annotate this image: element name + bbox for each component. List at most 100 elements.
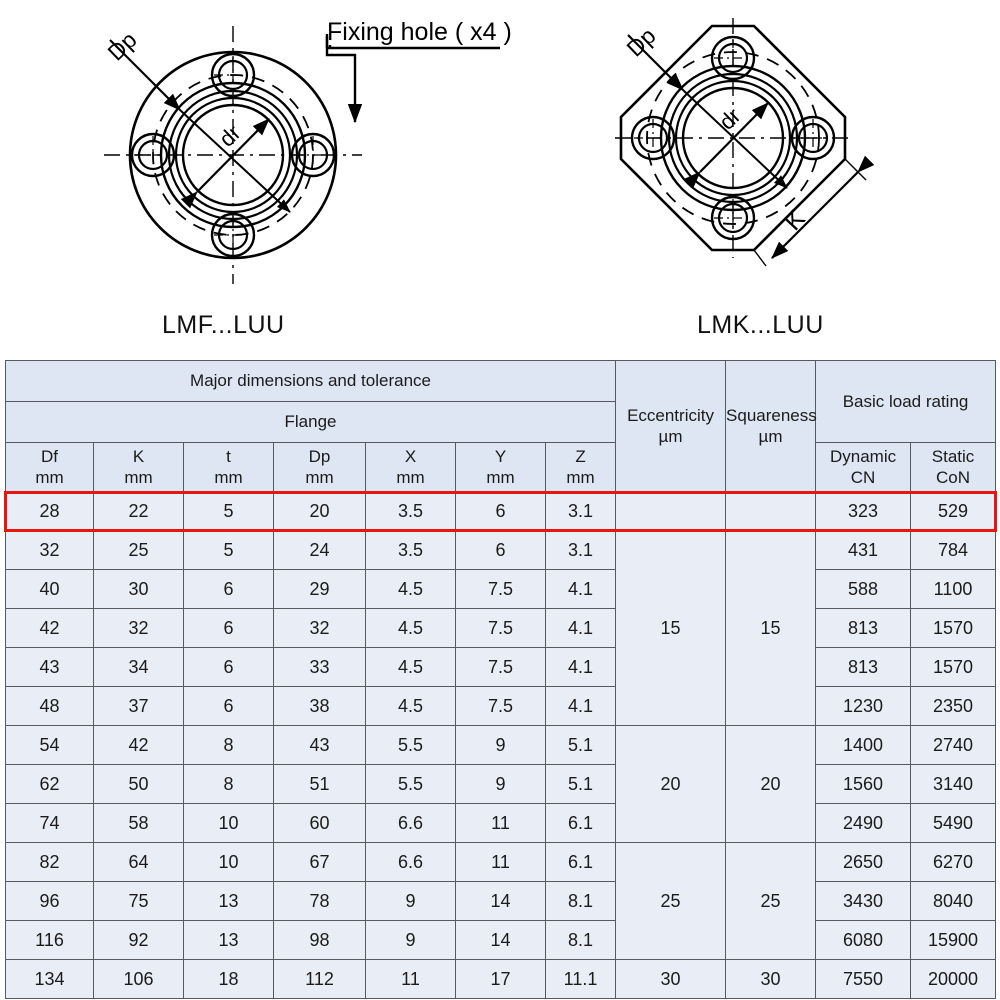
cell-static-load: 20000 [910, 959, 997, 999]
cell-squareness: 15 [725, 530, 817, 726]
column-header-name: X [404, 446, 417, 466]
column-header-name: t [226, 446, 231, 466]
cell-df: 62 [5, 764, 94, 804]
header-flange: Flange [4, 401, 617, 443]
cell-squareness: 20 [725, 725, 817, 843]
column-header-unit: mm [305, 468, 334, 487]
cell-x: 4.5 [365, 686, 456, 726]
cell-z: 8.1 [544, 920, 617, 960]
column-header-name: Static [931, 446, 975, 466]
cell-t: 8 [183, 764, 274, 804]
header-eccentricity-name: Eccentricity [627, 405, 714, 425]
column-header-name: Z [575, 446, 586, 466]
fixing-hole-label: Fixing hole ( x4 ) [327, 18, 512, 46]
cell-y: 9 [455, 725, 546, 765]
cell-dynamic-load: 431 [815, 530, 912, 570]
cell-k: 50 [93, 764, 184, 804]
cell-x: 6.6 [365, 803, 456, 843]
cell-k: 106 [93, 959, 184, 999]
cell-dynamic-load: 813 [815, 608, 912, 648]
cell-dp: 20 [273, 491, 366, 531]
column-header-unit: CoN [936, 468, 971, 487]
lmf-dp-dimension [179, 109, 291, 213]
lmk-fixing-hole-bottom [710, 195, 756, 241]
cell-static-load: 1570 [910, 608, 997, 648]
cell-x: 6.6 [365, 842, 456, 882]
cell-dp: 60 [273, 803, 366, 843]
cell-dp: 67 [273, 842, 366, 882]
cell-z: 5.1 [544, 725, 617, 765]
cell-dp: 78 [273, 881, 366, 921]
specification-table: Major dimensions and tolerance Eccentric… [4, 360, 997, 999]
cell-df: 32 [5, 530, 94, 570]
cell-k: 58 [93, 803, 184, 843]
lmk-square-flange-drawing [615, 18, 875, 267]
cell-squareness: 25 [725, 842, 817, 960]
lmf-dp-leader [109, 39, 181, 111]
cell-df: 116 [5, 920, 94, 960]
cell-y: 7.5 [455, 608, 546, 648]
cell-df: 74 [5, 803, 94, 843]
cell-x: 4.5 [365, 608, 456, 648]
cell-eccentricity [615, 491, 727, 531]
cell-dynamic-load: 2490 [815, 803, 912, 843]
column-header-unit: CN [850, 468, 876, 487]
lmf-fixing-hole-callout [325, 34, 500, 110]
cell-z: 6.1 [544, 842, 617, 882]
header-eccentricity: Eccentricity µm [615, 360, 727, 492]
cell-z: 4.1 [544, 569, 617, 609]
lmk-dp-dimension [682, 89, 788, 189]
cell-df: 43 [5, 647, 94, 687]
cell-z: 4.1 [544, 608, 617, 648]
cell-df: 48 [5, 686, 94, 726]
cell-dp: 51 [273, 764, 366, 804]
cell-dynamic-load: 6080 [815, 920, 912, 960]
cell-y: 14 [455, 920, 546, 960]
cell-t: 6 [183, 647, 274, 687]
cell-x: 9 [365, 881, 456, 921]
cell-x: 4.5 [365, 569, 456, 609]
cell-x: 4.5 [365, 647, 456, 687]
cell-dynamic-load: 2650 [815, 842, 912, 882]
lmk-dp-leader [627, 34, 684, 91]
cell-dp: 32 [273, 608, 366, 648]
cell-static-load: 784 [910, 530, 997, 570]
specification-table-container: Major dimensions and tolerance Eccentric… [4, 360, 997, 999]
cell-y: 7.5 [455, 647, 546, 687]
cell-t: 6 [183, 608, 274, 648]
cell-z: 4.1 [544, 647, 617, 687]
cell-df: 82 [5, 842, 94, 882]
cell-y: 6 [455, 491, 546, 531]
header-major-dimensions: Major dimensions and tolerance [4, 360, 617, 402]
cell-k: 92 [93, 920, 184, 960]
cell-dynamic-load: 1400 [815, 725, 912, 765]
cell-static-load: 15900 [910, 920, 997, 960]
lmf-fixing-hole-left [130, 132, 176, 178]
cell-z: 4.1 [544, 686, 617, 726]
column-header-unit: mm [35, 468, 64, 487]
cell-y: 14 [455, 881, 546, 921]
lmf-round-flange-drawing [104, 26, 362, 284]
cell-df: 40 [5, 569, 94, 609]
lmk-caption: LMK...LUU [697, 311, 824, 339]
lmf-fixing-holes [130, 52, 336, 258]
